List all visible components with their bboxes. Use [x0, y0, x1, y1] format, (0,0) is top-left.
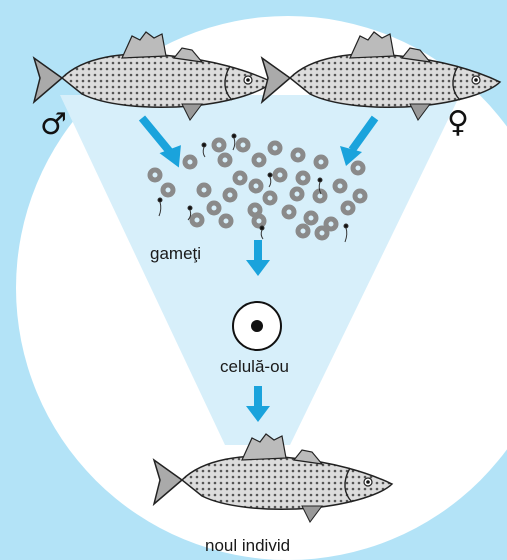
female-symbol: ♀	[447, 105, 469, 140]
gamete-sperm	[157, 133, 349, 243]
male-symbol: ♂	[40, 107, 67, 142]
zygote-cell	[232, 301, 282, 351]
female-to-gametes-arrow	[340, 115, 379, 166]
zygote-label: celulă-ou	[220, 357, 289, 376]
male-to-gametes-arrow	[138, 115, 181, 168]
gamete-eggs	[147, 137, 368, 241]
gametes-label: gameţi	[150, 244, 202, 263]
new-individual-label: noul individ	[205, 536, 291, 555]
